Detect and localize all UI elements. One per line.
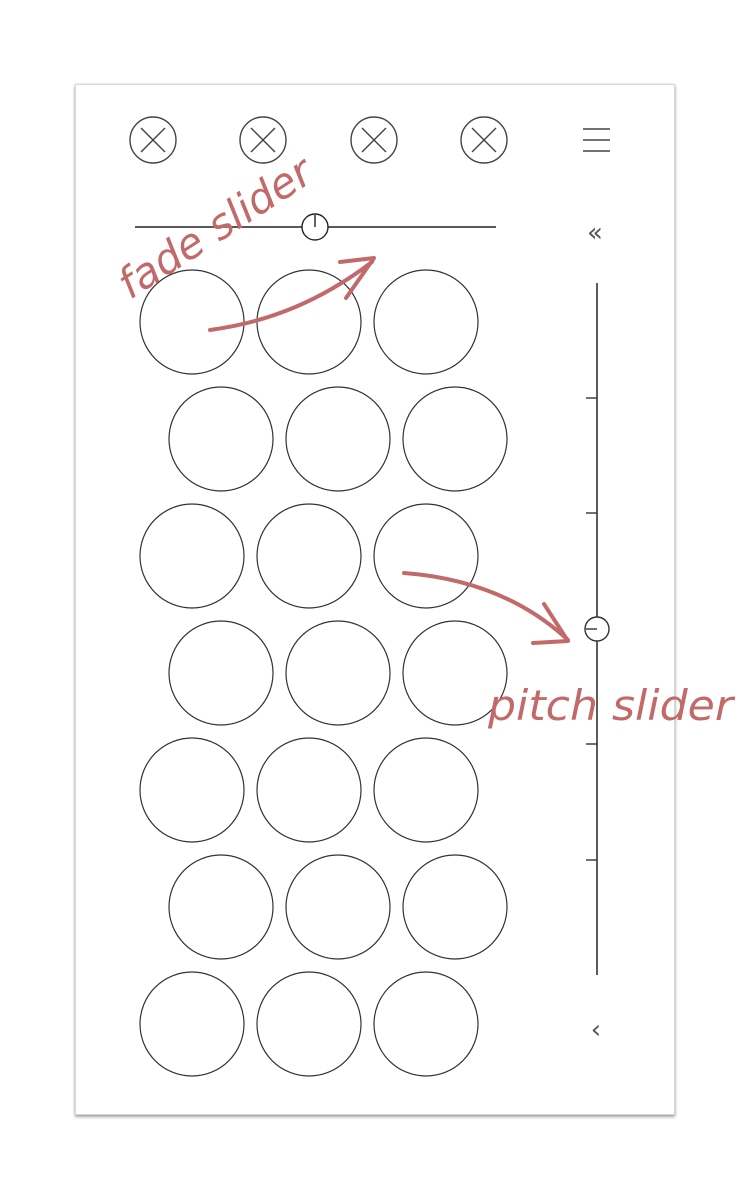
fade-slider-thumb[interactable]	[301, 213, 329, 241]
pad[interactable]	[139, 503, 245, 609]
chevron-left-icon[interactable]: ‹	[591, 1015, 601, 1045]
pad[interactable]	[373, 737, 479, 843]
pitch-annotation-arrowhead	[531, 602, 570, 645]
pad[interactable]	[285, 854, 391, 960]
pad[interactable]	[256, 269, 362, 375]
pad[interactable]	[139, 737, 245, 843]
pad[interactable]	[373, 503, 479, 609]
pitch-slider-thumb[interactable]	[584, 616, 610, 642]
close-button-2[interactable]	[239, 116, 287, 164]
pad[interactable]	[168, 854, 274, 960]
pitch-slider-annotation: pitch slider	[402, 571, 736, 730]
fade-slider[interactable]	[135, 213, 496, 241]
pad-grid	[139, 269, 508, 1077]
fade-annotation-arrowhead	[338, 256, 376, 300]
pad[interactable]	[285, 386, 391, 492]
double-chevron-left-icon[interactable]: «	[587, 218, 603, 248]
pitch-annotation-arrow	[402, 571, 570, 642]
pad[interactable]	[256, 503, 362, 609]
pad[interactable]	[285, 620, 391, 726]
close-button-1[interactable]	[129, 116, 177, 164]
pad[interactable]	[373, 269, 479, 375]
pad[interactable]	[256, 971, 362, 1077]
close-icon	[361, 127, 387, 153]
pitch-slider-annotation-label: pitch slider	[487, 681, 736, 730]
pad[interactable]	[402, 620, 508, 726]
pad[interactable]	[168, 620, 274, 726]
pad[interactable]	[139, 971, 245, 1077]
close-icon	[471, 127, 497, 153]
fade-annotation-arrow	[208, 260, 374, 332]
close-button-4[interactable]	[460, 116, 508, 164]
close-icon	[250, 127, 276, 153]
close-button-3[interactable]	[350, 116, 398, 164]
menu-button[interactable]	[578, 122, 614, 158]
pad[interactable]	[402, 854, 508, 960]
pad[interactable]	[373, 971, 479, 1077]
hamburger-menu-icon	[583, 128, 610, 152]
close-icon	[140, 127, 166, 153]
pitch-slider[interactable]	[584, 283, 610, 975]
pad[interactable]	[402, 386, 508, 492]
pad[interactable]	[168, 386, 274, 492]
pad[interactable]	[256, 737, 362, 843]
